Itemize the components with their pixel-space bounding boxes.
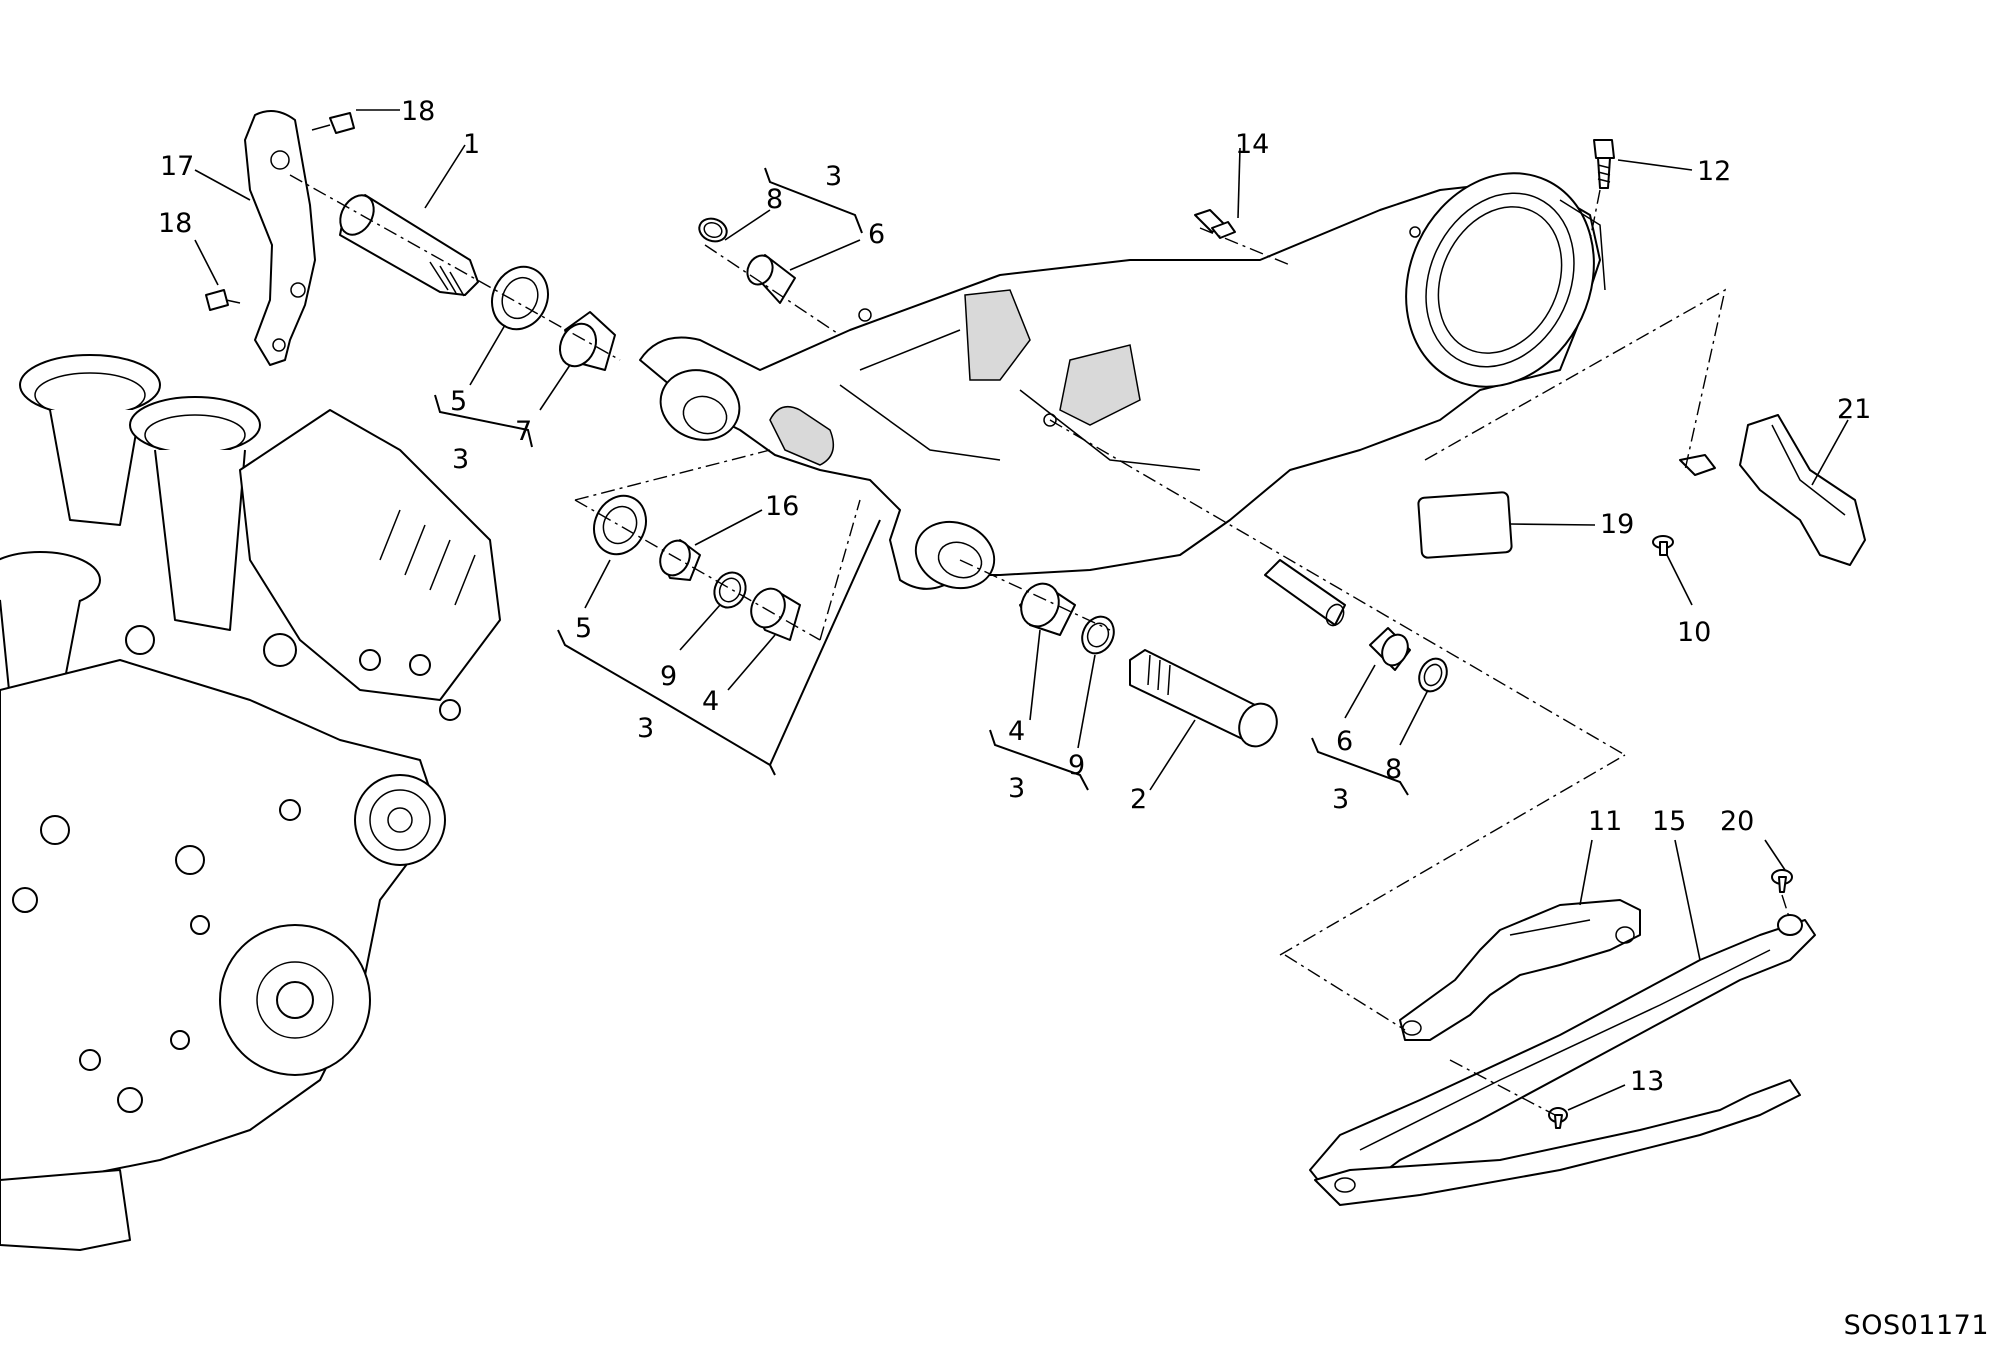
engine-block [0, 354, 501, 1251]
callout-18-left: 18 [158, 208, 192, 239]
chain-guide-part-15 [1309, 914, 1816, 1206]
callout-16: 16 [765, 491, 799, 522]
ring-part-8-lower [1418, 657, 1448, 693]
callout-17: 17 [160, 151, 194, 182]
callout-5-top: 5 [450, 386, 467, 417]
callout-5-lower: 5 [575, 613, 592, 644]
callout-4-left: 4 [702, 686, 719, 717]
callout-3-lower-mid: 3 [1008, 773, 1025, 804]
spacer-tube [1264, 559, 1346, 627]
bush-part-6-upper [746, 254, 796, 304]
callout-15: 15 [1652, 806, 1686, 837]
bolt-part-20 [1771, 869, 1793, 893]
bracket-part-11 [1399, 899, 1641, 1041]
callout-labels: 18 1 17 18 3 8 6 5 7 3 16 5 9 4 3 14 12 … [158, 96, 1871, 1097]
needle-bearing-part-4-left [750, 587, 801, 641]
bracket-part-17 [205, 110, 355, 366]
callout-8-lower: 8 [1385, 754, 1402, 785]
pad-part-19 [1417, 491, 1513, 559]
callout-6-lower: 6 [1336, 726, 1353, 757]
callout-14: 14 [1235, 129, 1269, 160]
bushing-part-7 [559, 311, 616, 371]
callout-21: 21 [1837, 394, 1871, 425]
assembly-centerlines [289, 174, 1791, 1116]
pin-part-1 [339, 194, 479, 297]
bolt-part-10 [1652, 535, 1674, 556]
stud-part-14 [1194, 209, 1236, 239]
bush-part-6-lower [1369, 627, 1411, 671]
callout-3-lower-right: 3 [1332, 784, 1349, 815]
ring-part-9-right [1081, 615, 1115, 655]
pin-part-2 [1129, 649, 1278, 748]
callout-9-right: 9 [1068, 750, 1085, 781]
callout-3-top: 3 [825, 161, 842, 192]
callout-12: 12 [1697, 156, 1731, 187]
callout-13: 13 [1630, 1066, 1664, 1097]
callout-9-left: 9 [660, 661, 677, 692]
callout-8-top: 8 [766, 184, 783, 215]
callout-3-lower-left: 3 [637, 713, 654, 744]
callout-2: 2 [1130, 784, 1147, 815]
bolt-part-13 [1548, 1107, 1568, 1129]
leader-lines [194, 109, 1849, 1111]
callout-3-left: 3 [452, 444, 469, 475]
callout-7: 7 [515, 416, 532, 447]
callout-1: 1 [463, 129, 480, 160]
ring-part-8-upper [698, 217, 728, 243]
callout-6-top: 6 [868, 219, 885, 250]
diagram-code-label: SOS01171 [1843, 1310, 1989, 1341]
bearing-part-5-lower [593, 494, 647, 556]
callout-20: 20 [1720, 806, 1754, 837]
callout-4-right: 4 [1008, 716, 1025, 747]
group-brackets [434, 167, 1409, 796]
seal-part-16 [659, 539, 701, 581]
ring-part-9-left [713, 571, 747, 609]
swingarm [639, 172, 1606, 590]
needle-bearing-part-4-right [1019, 582, 1076, 636]
callout-18-top: 18 [401, 96, 435, 127]
guard-part-21 [1679, 414, 1866, 566]
callout-10: 10 [1677, 617, 1711, 648]
bearing-part-5-upper [491, 265, 549, 331]
callout-11: 11 [1588, 806, 1622, 837]
bolt-part-12 [1593, 139, 1615, 189]
callout-19: 19 [1600, 509, 1634, 540]
